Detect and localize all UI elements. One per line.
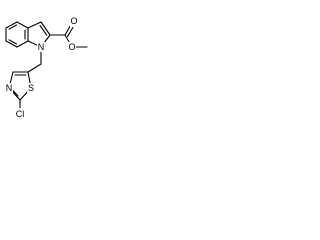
atom-carbonyl-o: O — [70, 16, 78, 27]
bond-c7-c7a — [16, 40, 29, 48]
atom-thiazole-s: S — [27, 83, 35, 93]
double-bond-c3-c2 — [39, 24, 48, 36]
atom-label-ring-n: N — [38, 42, 45, 52]
double-bond-c6-c7 — [8, 39, 18, 45]
molecule-structure-diagram: N O O N S Cl — [5, 16, 88, 119]
bond-c6-c7 — [5, 40, 18, 48]
atom-label-ester-o: O — [68, 42, 75, 52]
bond-c3-c2 — [40, 21, 51, 36]
bond-c3a-c3 — [27, 21, 42, 29]
bond-ch2-c5thiazole — [27, 63, 42, 73]
bond-c4-c5 — [5, 21, 18, 29]
bond-c3a-c4 — [16, 21, 29, 29]
atom-label-chlorine: Cl — [16, 109, 25, 119]
indole-benzene-ring — [5, 21, 29, 48]
double-bond-c4-c5 — [8, 24, 18, 30]
atom-label-thiazole-n: N — [6, 83, 13, 93]
atom-thiazole-n: N — [5, 83, 13, 93]
atom-label-carbonyl-o: O — [70, 16, 77, 26]
atom-label-thiazole-s: S — [28, 83, 34, 93]
atom-ring-n: N — [37, 42, 45, 52]
atom-chlorine: Cl — [13, 108, 27, 119]
atom-ester-o: O — [68, 42, 76, 52]
